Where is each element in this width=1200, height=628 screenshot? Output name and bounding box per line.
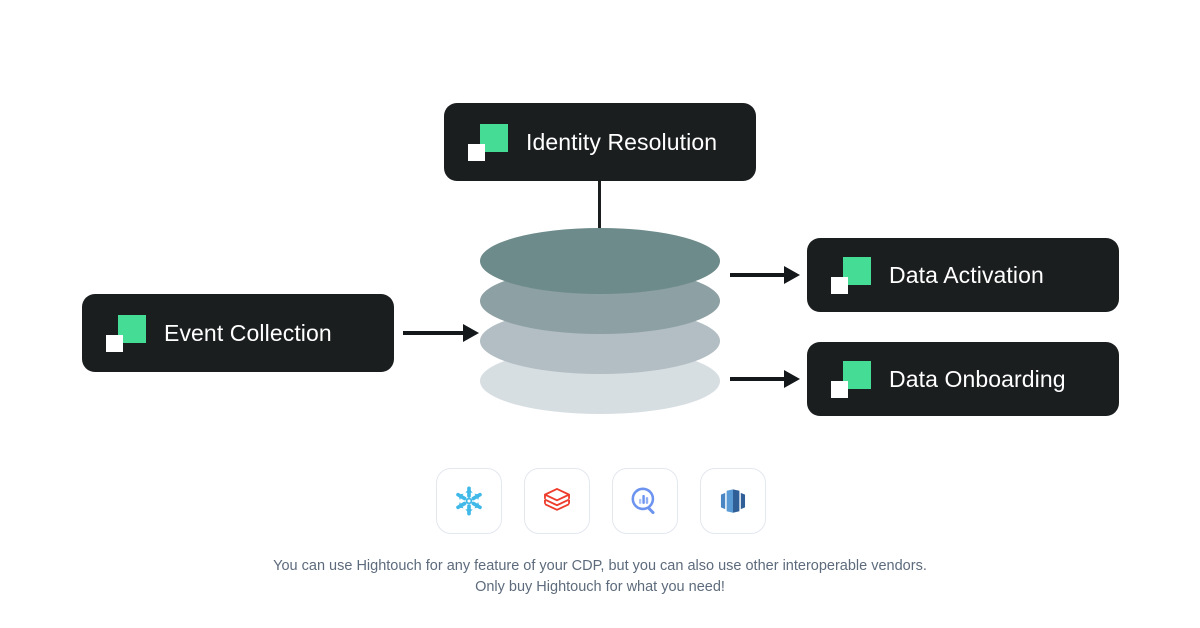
logo-white-square — [106, 335, 123, 352]
vendor-logo-row — [436, 468, 766, 534]
caption-line-2: Only buy Hightouch for what you need! — [475, 579, 725, 595]
vendor-tile-redshift[interactable] — [700, 468, 766, 534]
arrow-warehouse-to-activation — [730, 264, 802, 286]
vendor-tile-databricks[interactable] — [524, 468, 590, 534]
snowflake-icon — [456, 486, 482, 516]
hightouch-logo-icon — [831, 255, 871, 295]
hightouch-logo-icon — [468, 122, 508, 162]
redshift-icon — [720, 489, 746, 513]
arrow-head — [784, 266, 800, 284]
warehouse-disc-1 — [480, 228, 720, 294]
arrow-event-to-warehouse — [403, 322, 481, 344]
databricks-icon — [544, 488, 570, 511]
card-label: Event Collection — [164, 319, 332, 346]
card-data-onboarding[interactable]: Data Onboarding — [807, 342, 1119, 416]
card-label: Data Activation — [889, 261, 1044, 288]
card-data-activation[interactable]: Data Activation — [807, 238, 1119, 312]
vendor-tile-snowflake[interactable] — [436, 468, 502, 534]
hightouch-logo-icon — [106, 313, 146, 353]
card-identity-resolution[interactable]: Identity Resolution — [444, 103, 756, 181]
vendor-tile-bigquery[interactable] — [612, 468, 678, 534]
card-label: Identity Resolution — [526, 128, 718, 155]
bigquery-icon — [631, 487, 655, 515]
card-event-collection[interactable]: Event Collection — [82, 294, 394, 372]
arrow-shaft — [730, 377, 786, 381]
connector-identity-to-warehouse — [598, 181, 601, 243]
logo-white-square — [831, 381, 848, 398]
arrow-shaft — [730, 273, 786, 277]
logo-white-square — [831, 277, 848, 294]
arrow-head — [784, 370, 800, 388]
arrow-warehouse-to-onboarding — [730, 368, 802, 390]
data-warehouse-stack — [480, 228, 720, 423]
logo-white-square — [468, 144, 485, 161]
arrow-shaft — [403, 331, 465, 335]
hightouch-logo-icon — [831, 359, 871, 399]
card-label: Data Onboarding — [889, 365, 1066, 392]
caption: You can use Hightouch for any feature of… — [0, 556, 1200, 598]
caption-line-1: You can use Hightouch for any feature of… — [273, 558, 927, 574]
arrow-head — [463, 324, 479, 342]
